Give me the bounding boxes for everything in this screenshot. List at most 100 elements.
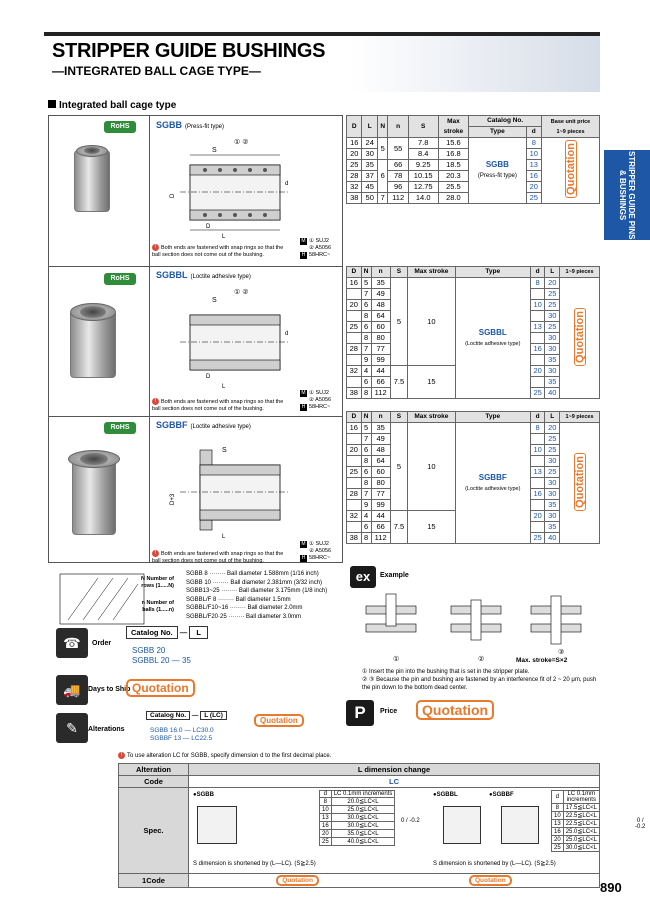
svg-text:S: S bbox=[222, 447, 227, 454]
list-item: SGBB 10 ········ Ball diameter 2.381mm (… bbox=[186, 579, 323, 586]
example-step-1: ① bbox=[393, 656, 400, 663]
truck-icon: 🚚 bbox=[56, 675, 88, 705]
bushing-image-sgbb bbox=[74, 150, 110, 212]
svg-text:D: D bbox=[206, 374, 211, 380]
svg-text:L: L bbox=[222, 234, 226, 240]
max-stroke: Max. stroke=S×2 bbox=[516, 657, 568, 664]
svg-text:D+3: D+3 bbox=[170, 493, 176, 505]
svg-text:S: S bbox=[212, 147, 217, 154]
example-step-2: ② bbox=[478, 656, 485, 663]
sgbbl-lc-drawing bbox=[443, 806, 481, 844]
list-item: SGBBL/F20·25 ········ Ball diameter 3.0m… bbox=[186, 613, 302, 620]
price-label: Price bbox=[380, 708, 398, 715]
drawing-sgbb: S ① ② D L d D bbox=[170, 138, 290, 240]
page-number: 890 bbox=[600, 880, 622, 895]
note-sgbbf: !Both ends are fastened with snap rings … bbox=[152, 550, 284, 564]
alterations-label: Alterations bbox=[88, 726, 125, 733]
days-to-ship-label: Days to Ship bbox=[88, 686, 131, 693]
order-header: Catalog No. — L bbox=[126, 626, 208, 639]
page-header: STRIPPER GUIDE BUSHINGS —INTEGRATED BALL… bbox=[44, 32, 600, 92]
alterations-quotation: Quotation bbox=[254, 714, 304, 727]
page-title: STRIPPER GUIDE BUSHINGS bbox=[52, 40, 326, 62]
list-item: SGBBL/F10~16 ········ Ball diameter 2.0m… bbox=[186, 605, 303, 612]
svg-text:d: d bbox=[285, 331, 288, 337]
list-item: SGBBL/F 8 ········ Ball diameter 1.5mm bbox=[186, 596, 291, 603]
price-icon: P bbox=[346, 700, 374, 726]
warning-icon: ! bbox=[152, 244, 159, 251]
pencil-icon: ✎ bbox=[56, 713, 88, 743]
days-quotation: Quotation bbox=[126, 679, 195, 697]
list-item: SGBB13~25 ········ Ball diameter 3.175mm… bbox=[186, 588, 328, 595]
section-heading: Integrated ball cage type bbox=[48, 100, 176, 111]
page-subtitle: —INTEGRATED BALL CAGE TYPE— bbox=[52, 64, 261, 78]
product-name-sgbbf: SGBBF(Loctite adhesive type) bbox=[156, 420, 251, 430]
ball-diameter-list: SGBB 8 ········ Ball diameter 1.588mm (1… bbox=[186, 570, 327, 622]
ball-count-label: n Number of balls (1.....n) bbox=[141, 600, 174, 613]
svg-text:S: S bbox=[212, 297, 217, 304]
note-sgbbl: !Both ends are fastened with snap rings … bbox=[152, 398, 284, 412]
drawing-sgbbf: S D+3 L bbox=[170, 447, 290, 540]
svg-text:L: L bbox=[222, 534, 226, 540]
product-name-sgbbl: SGBBL(Loctite adhesive type) bbox=[156, 270, 251, 280]
bushing-image-sgbbf bbox=[72, 455, 116, 535]
svg-text:L: L bbox=[222, 384, 226, 390]
sgbbf-lc-drawing bbox=[501, 806, 539, 844]
example-label: Example bbox=[380, 572, 409, 579]
drawing-sgbbl: S ① ② D L d bbox=[180, 288, 290, 390]
list-item: SGBB 8 ········ Ball diameter 1.588mm (1… bbox=[186, 571, 319, 577]
warning-icon: ! bbox=[152, 550, 159, 557]
note-sgbb: !Both ends are fastened with snap rings … bbox=[152, 244, 284, 258]
sgbb-lc-drawing bbox=[197, 806, 237, 844]
price-quotation: Quotation bbox=[416, 700, 495, 720]
svg-text:① ②: ① ② bbox=[234, 288, 249, 296]
lc-note: !To use alteration LC for SGBB, specify … bbox=[118, 752, 331, 759]
side-tab[interactable] bbox=[604, 150, 650, 240]
svg-text:D: D bbox=[206, 224, 211, 230]
rohs-badge: RoHS bbox=[104, 273, 136, 285]
alterations-header: Catalog No. — L (LC) bbox=[146, 711, 227, 720]
svg-text:① ②: ① ② bbox=[234, 138, 249, 146]
ball-layout-diagram bbox=[59, 573, 145, 625]
alterations-example: SGBB 16.0 — LC30.0 SGBBF 13 — LC22.5 bbox=[150, 727, 214, 742]
product-name-sgbb: SGBB(Press-fit type) bbox=[156, 120, 225, 130]
svg-text:d: d bbox=[285, 181, 288, 187]
side-tab-label: STRIPPER GUIDE PINS & BUSHINGS bbox=[618, 150, 636, 240]
rohs-badge: RoHS bbox=[104, 121, 136, 133]
svg-text:D: D bbox=[170, 193, 176, 198]
rohs-badge: RoHS bbox=[104, 422, 136, 434]
example-notes: ① Insert the pin into the bushing that i… bbox=[362, 669, 597, 691]
example-icon: ex bbox=[350, 566, 376, 588]
warning-icon: ! bbox=[152, 398, 159, 405]
order-example: SGBB 20 SGBBL 20 — 35 bbox=[132, 646, 191, 665]
